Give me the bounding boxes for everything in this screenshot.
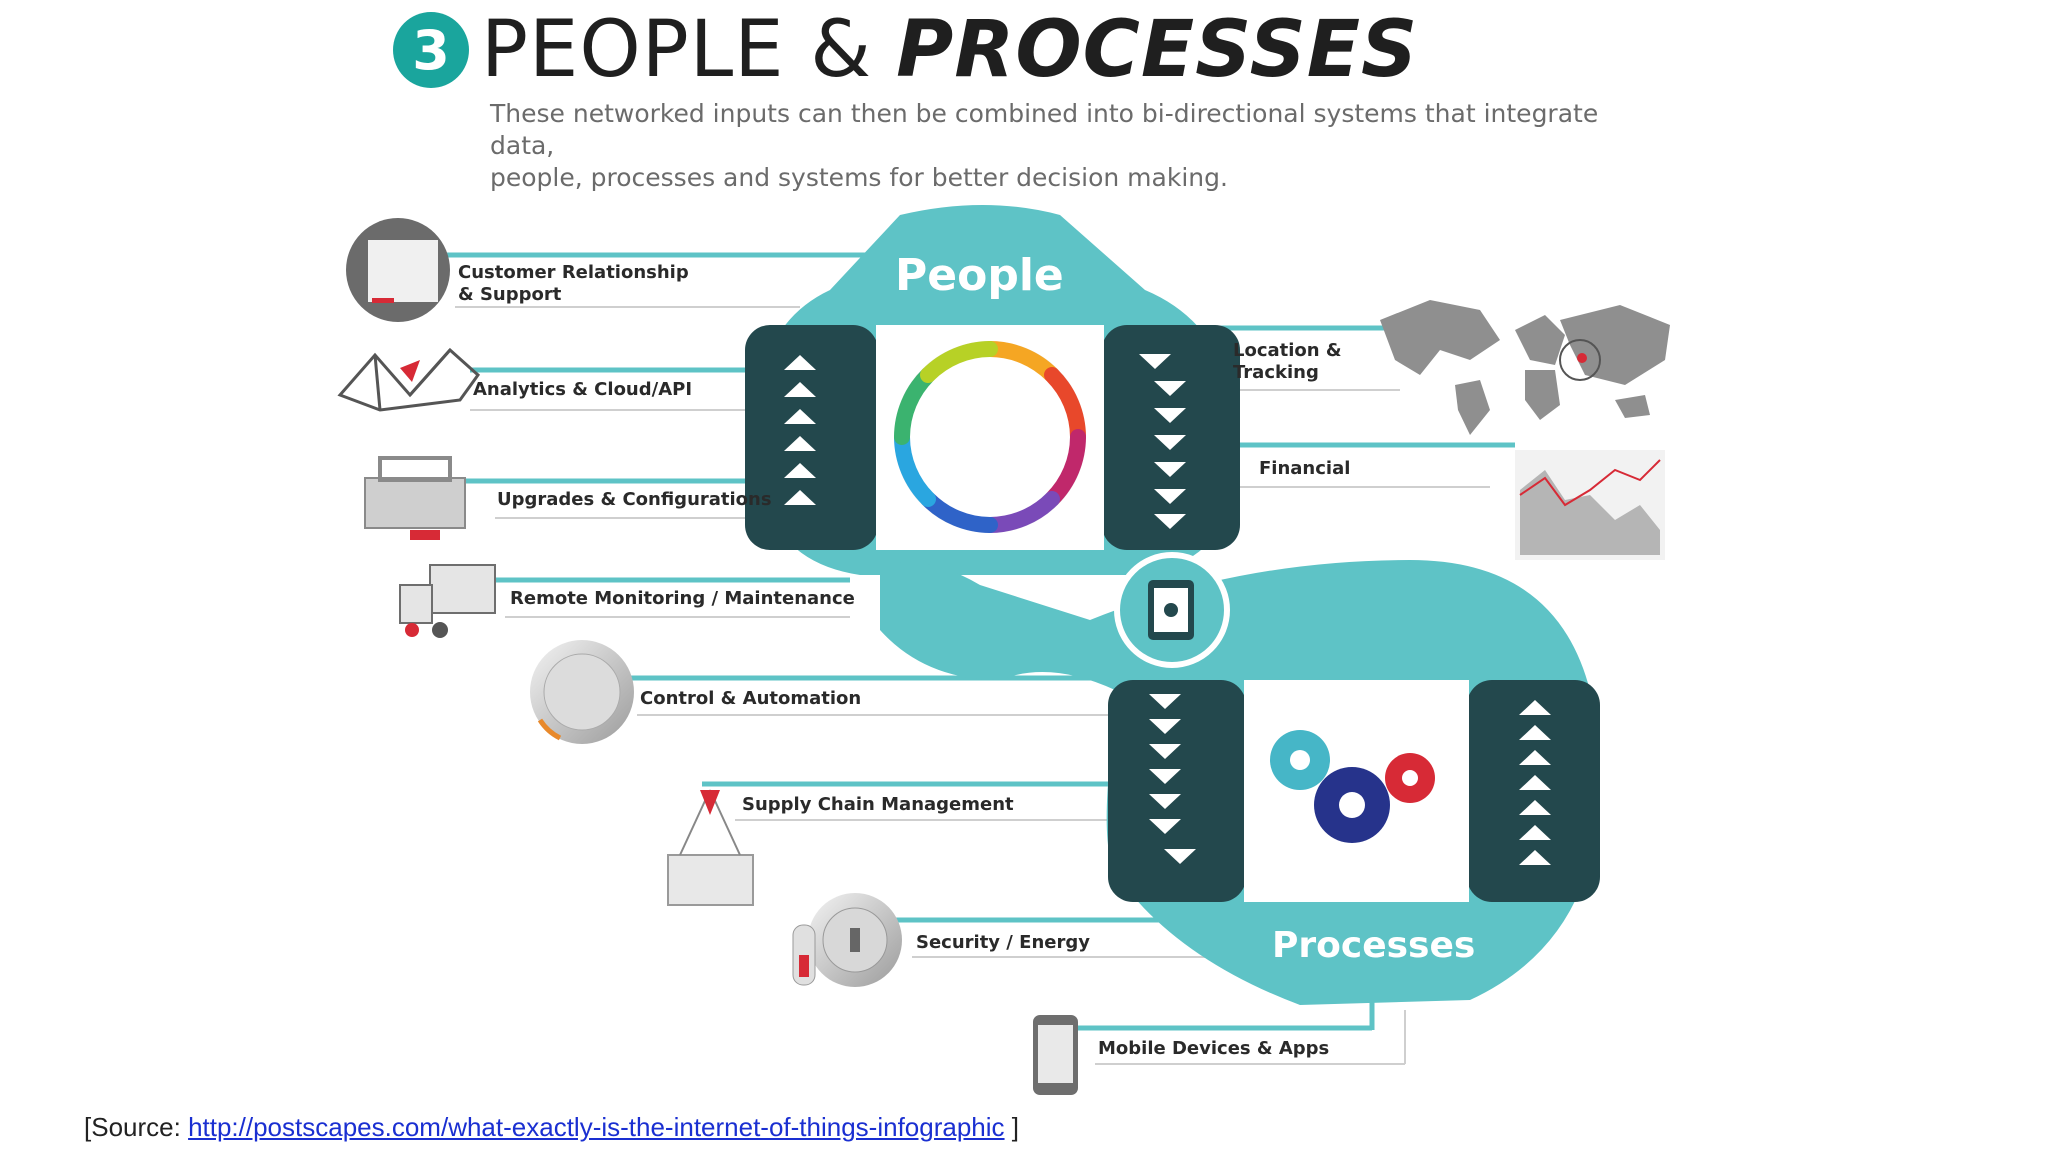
people-loop	[745, 205, 1240, 575]
source-prefix: [Source:	[84, 1112, 189, 1142]
arrow-column-people-down	[1139, 354, 1186, 529]
control-knob-icon	[530, 640, 634, 744]
page-title-emphasis: PROCESSES	[896, 5, 1419, 95]
supply-crate-icon	[667, 789, 754, 906]
gears-icon	[1270, 730, 1435, 843]
label-customer-relationship: Customer Relationship & Support	[458, 262, 689, 306]
label-line: Customer Relationship	[458, 262, 689, 283]
tablet-hub-icon	[1114, 552, 1230, 668]
right-underlines	[1230, 389, 1490, 488]
processes-label: Processes	[1272, 925, 1476, 966]
arrow-column-processes-down	[1149, 694, 1196, 864]
label-supply-chain: Supply Chain Management	[742, 794, 1014, 815]
label-line: Location &	[1233, 340, 1342, 361]
page-title-main: PEOPLE &	[481, 5, 873, 95]
security-lock-icon	[792, 893, 902, 987]
world-map-icon	[1380, 300, 1670, 435]
delivery-truck-icon	[399, 564, 496, 638]
people-label: People	[895, 250, 1064, 301]
subtitle-line-2: people, processes and systems for better…	[490, 163, 1228, 192]
toolbox-icon	[364, 456, 466, 540]
section-number-badge: 3	[393, 12, 469, 88]
people-ring-icon	[894, 341, 1086, 533]
label-analytics-cloud: Analytics & Cloud/API	[473, 379, 693, 400]
analytics-network-icon	[337, 347, 481, 412]
source-citation: [Source: http://postscapes.com/what-exac…	[84, 1112, 1019, 1143]
title-row: 3 PEOPLE & PROCESSES	[393, 0, 1418, 100]
crm-icon	[346, 218, 450, 322]
left-underlines	[455, 306, 1406, 1065]
label-upgrades-configurations: Upgrades & Configurations	[497, 489, 772, 510]
label-line: Tracking	[1233, 362, 1319, 383]
financial-chart-icon	[1515, 450, 1665, 560]
source-link[interactable]: http://postscapes.com/what-exactly-is-th…	[188, 1112, 1005, 1142]
label-control-automation: Control & Automation	[640, 688, 862, 709]
processes-loop	[880, 560, 1600, 1005]
label-remote-monitoring: Remote Monitoring / Maintenance	[510, 588, 855, 609]
subtitle-line-1: These networked inputs can then be combi…	[490, 99, 1599, 160]
source-suffix: ]	[1004, 1112, 1019, 1142]
left-connector-lines	[425, 252, 1375, 1031]
label-location-tracking: Location & Tracking	[1233, 340, 1342, 384]
label-mobile-devices: Mobile Devices & Apps	[1098, 1038, 1330, 1059]
label-financial: Financial	[1259, 458, 1351, 479]
label-security-energy: Security / Energy	[916, 932, 1090, 953]
mobile-phone-icon	[1033, 1015, 1078, 1095]
arrow-column-people-up	[784, 355, 816, 505]
label-line: & Support	[458, 284, 562, 305]
subtitle: These networked inputs can then be combi…	[490, 98, 1660, 194]
arrow-column-processes-up	[1519, 700, 1551, 865]
